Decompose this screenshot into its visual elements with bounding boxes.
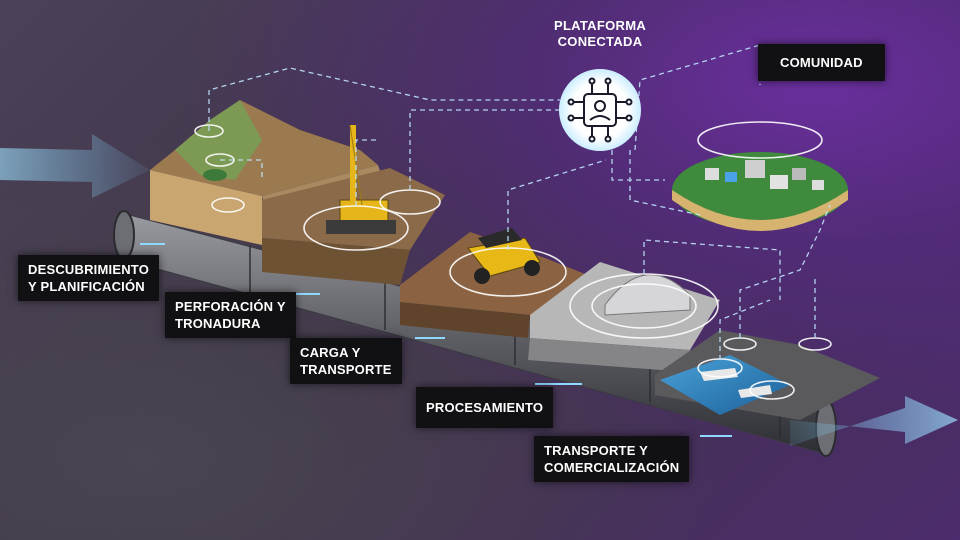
stage-label-line1: TRANSPORTE Y (544, 443, 649, 458)
community-island (672, 152, 848, 231)
data-connection-lines (208, 44, 831, 360)
circuit-chip-user-icon (567, 77, 633, 143)
stage-label-line1: DESCUBRIMIENTO (28, 262, 150, 277)
stage-label-line2: TRANSPORTE (300, 362, 392, 377)
connected-platform-hub (559, 69, 641, 151)
stage-label-line1: PERFORACIÓN Y (175, 299, 286, 314)
stage-label-line2: COMERCIALIZACIÓN (544, 460, 680, 475)
stage-label-processing: PROCESAMIENTO (416, 387, 554, 428)
stage-label-line1: PROCESAMIENTO (426, 400, 544, 415)
community-label: COMUNIDAD (758, 44, 885, 81)
stage-label-line2: Y PLANIFICACIÓN (28, 279, 145, 294)
community-label-text: COMUNIDAD (780, 55, 863, 70)
haul-truck (467, 228, 541, 284)
platform-title-line1: PLATAFORMA (553, 18, 647, 33)
stage-label-commercialization: TRANSPORTE Y COMERCIALIZACIÓN (534, 436, 690, 482)
stage-label-drilling: PERFORACIÓN Y TRONADURA (165, 292, 296, 338)
platform-title-line2: CONECTADA (557, 34, 643, 49)
port-tile (655, 330, 880, 420)
stage-label-line1: CARGA Y (300, 345, 361, 360)
platform-title: PLATAFORMA CONECTADA (546, 18, 654, 50)
stage-label-line2: TRONADURA (175, 316, 261, 331)
flow-arrow-in (0, 134, 150, 198)
stage-label-loading: CARGA Y TRANSPORTE (290, 338, 402, 384)
stage-label-discovery: DESCUBRIMIENTO Y PLANIFICACIÓN (18, 255, 160, 301)
flow-arrow-out (790, 396, 958, 446)
